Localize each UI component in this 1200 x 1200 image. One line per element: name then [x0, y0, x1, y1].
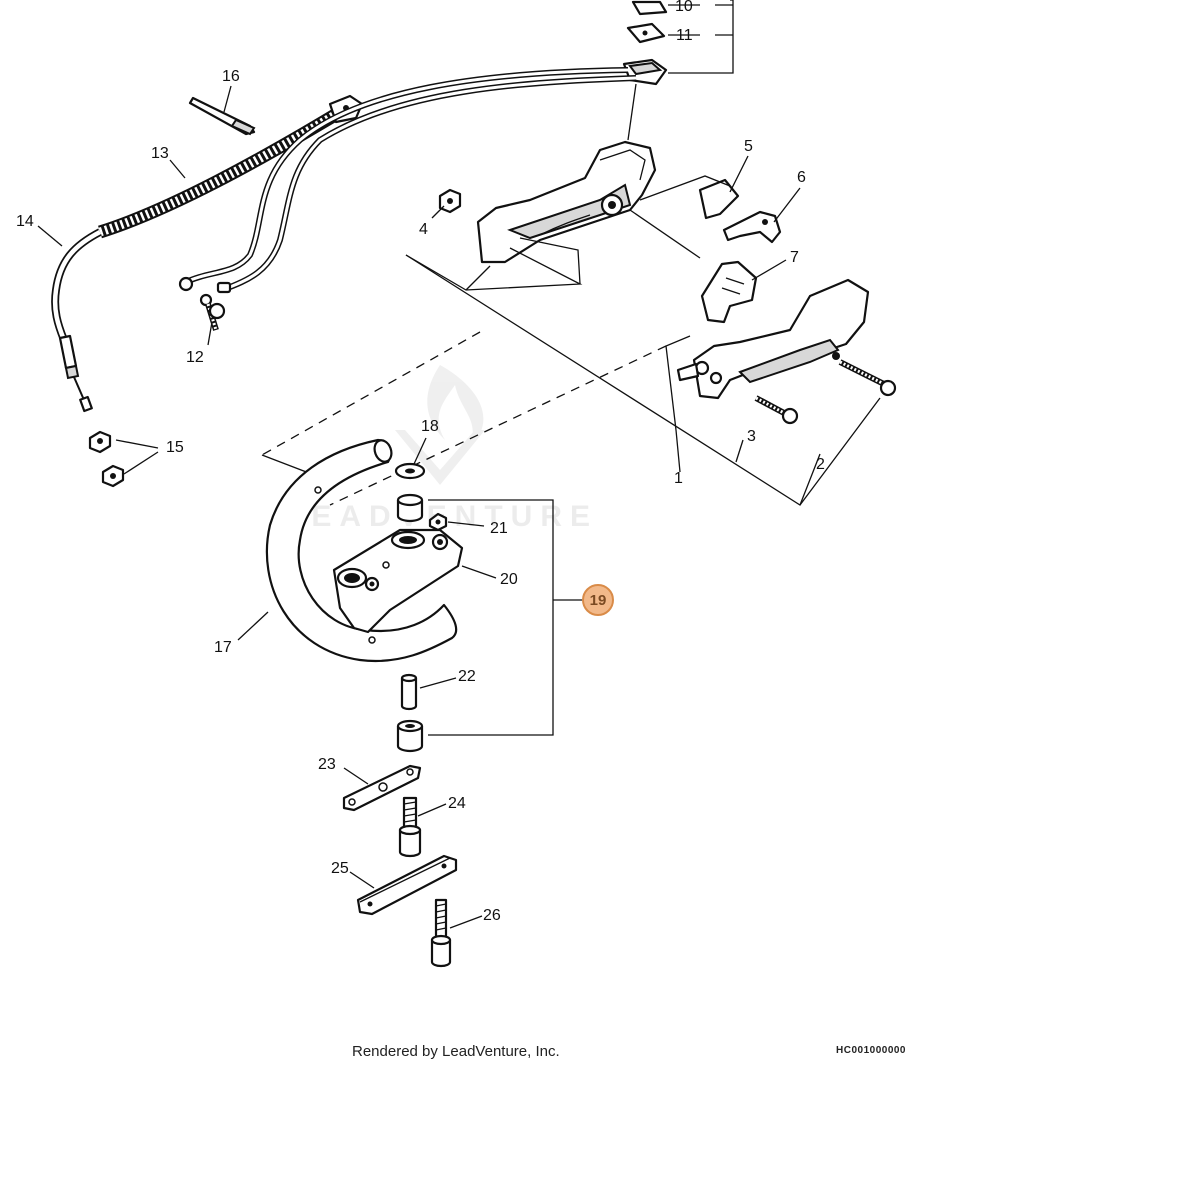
screw-2	[838, 359, 897, 397]
rear-handle-upper	[476, 140, 657, 264]
callout-7: 7	[790, 249, 799, 266]
screw-26	[430, 898, 452, 968]
plate-25	[356, 854, 458, 916]
screw-12	[199, 293, 226, 331]
throttle-trigger-5	[698, 178, 740, 220]
callout-21: 21	[490, 520, 508, 537]
nut-15b	[101, 464, 125, 488]
callout-19-badge[interactable]	[582, 584, 614, 616]
plate-23	[342, 764, 422, 812]
callout-25: 25	[331, 860, 349, 877]
callout-15: 15	[166, 439, 184, 456]
callout-5: 5	[744, 138, 753, 155]
trigger-7	[700, 260, 758, 324]
callout-24: 24	[448, 795, 466, 812]
callout-22: 22	[458, 668, 476, 685]
nut-4	[438, 188, 462, 214]
leader-lines	[37, 85, 821, 929]
callout-1: 1	[674, 470, 683, 487]
footer-credit: Rendered by LeadVenture, Inc.	[352, 1043, 560, 1060]
cable-tie-16	[188, 96, 256, 136]
clamp-20	[332, 528, 464, 634]
callout-10: 10	[675, 0, 693, 15]
diagram-code: HC001000000	[836, 1045, 906, 1056]
callout-12: 12	[186, 349, 204, 366]
callout-3: 3	[747, 428, 756, 445]
callout-14: 14	[16, 213, 34, 230]
callout-19-highlight[interactable]: 19	[582, 584, 614, 616]
stop-switch-wire	[178, 67, 637, 294]
front-handle-loop-17	[265, 438, 458, 663]
callout-2: 2	[816, 456, 825, 473]
watermark: LEADVENTURE	[285, 365, 590, 533]
spacer-22	[400, 673, 418, 711]
callout-26: 26	[483, 907, 501, 924]
screw-3	[754, 395, 799, 425]
rear-handle-lower	[676, 278, 870, 400]
part-10-pad	[631, 0, 668, 16]
nut-15a	[88, 430, 112, 454]
callout-18: 18	[421, 418, 439, 435]
callout-20: 20	[500, 571, 518, 588]
screw-24	[398, 796, 422, 858]
spacer-19-lower	[396, 719, 424, 753]
lockout-lever-6	[722, 210, 782, 244]
callout-17: 17	[214, 639, 232, 656]
spacer-19-upper	[396, 493, 424, 523]
callout-6: 6	[797, 169, 806, 186]
callouts: 10 11 16 13 14 12 15 4 5 6 7 3 1 2 18 21…	[16, 0, 825, 924]
washer-18	[394, 462, 426, 480]
part-11-pad	[626, 22, 666, 44]
callout-23: 23	[318, 756, 336, 773]
callout-11: 11	[676, 27, 693, 44]
callout-4: 4	[419, 221, 428, 238]
cable-end-14	[51, 228, 102, 413]
callout-13: 13	[151, 145, 169, 162]
callout-19[interactable]: 19	[590, 592, 607, 609]
callout-16: 16	[222, 68, 240, 85]
nut-21	[428, 512, 448, 532]
